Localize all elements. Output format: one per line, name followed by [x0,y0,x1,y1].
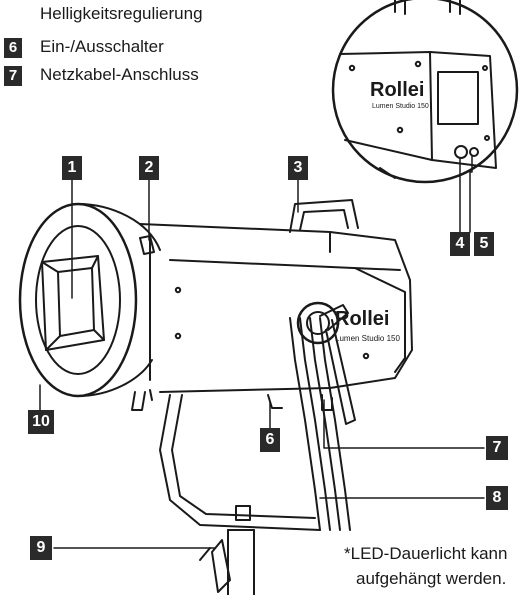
lamp-brand-text: Rollei [335,308,389,330]
yoke-bracket [159,301,356,531]
callout-1: 1 [62,156,82,180]
callout-6: 6 [260,428,280,452]
stand-mount [199,505,255,595]
callout-10: 10 [28,410,54,434]
lamp-model-text: Lumen Studio 150 [335,334,400,343]
legend-power-cable-label: Netzkabel-Anschluss [40,65,199,84]
callout-8: 8 [486,486,508,510]
inset-brand-text: Rollei [370,79,424,101]
legend-power-switch-label: Ein-/Ausschalter [40,37,164,56]
footnote-line-1: *LED-Dauerlicht kann [344,544,508,563]
callout-4: 4 [450,232,470,256]
inset-detail [331,0,519,233]
inset-model-text: Lumen Studio 150 [372,103,429,110]
legend-brightness-line: Helligkeitsregulierung [40,4,203,23]
legend-number-7: 7 [4,66,22,86]
callout-leaders [39,177,485,549]
callout-3: 3 [288,156,308,180]
footnote-line-2: aufgehängt werden. [356,569,507,588]
lamp-body [18,199,413,411]
callout-7: 7 [486,436,508,460]
callout-2: 2 [139,156,159,180]
legend-number-6: 6 [4,38,22,58]
callout-5: 5 [474,232,494,256]
callout-9: 9 [30,536,52,560]
